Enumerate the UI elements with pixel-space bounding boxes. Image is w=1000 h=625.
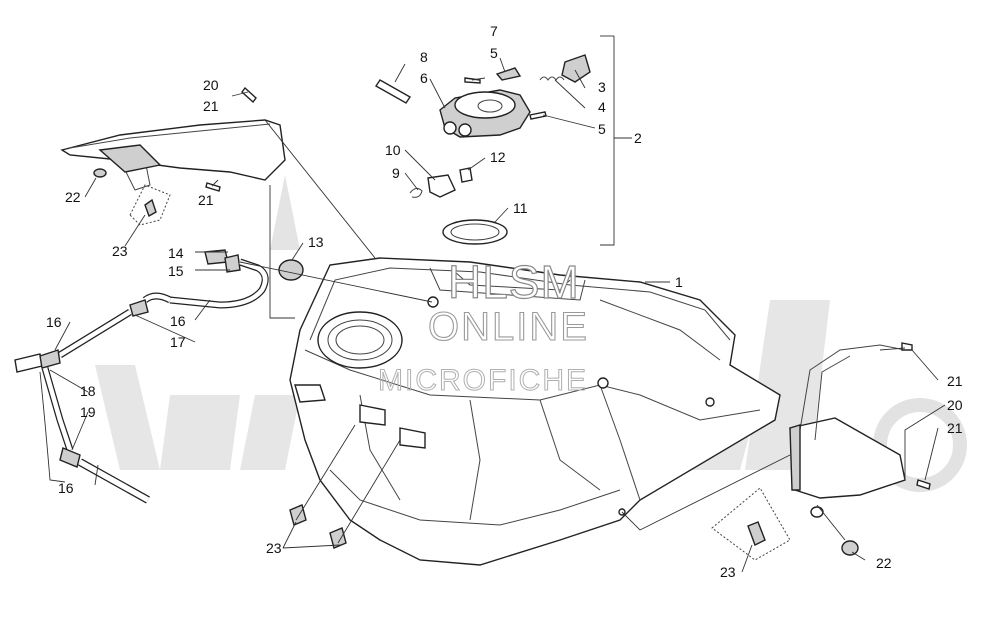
callout-6: 6 [420, 70, 428, 86]
callout-8: 8 [420, 49, 428, 65]
callout-5-right: 5 [598, 121, 606, 137]
callout-3: 3 [598, 79, 606, 95]
callout-20-right: 20 [947, 397, 963, 413]
callout-22-left: 22 [65, 189, 81, 205]
watermark-line-1: HLSM [448, 256, 580, 308]
callout-16-right: 16 [170, 313, 186, 329]
callout-16-bottom: 16 [58, 480, 74, 496]
callout-23-right: 23 [720, 564, 736, 580]
callout-10: 10 [385, 142, 401, 158]
callout-21-mid: 21 [198, 192, 214, 208]
callout-13: 13 [308, 234, 324, 250]
leader-lines [39, 35, 946, 573]
callout-22-right: 22 [876, 555, 892, 571]
front-shroud-panel [60, 86, 286, 226]
callout-12: 12 [490, 149, 506, 165]
callout-23-bottom: 23 [266, 540, 282, 556]
callout-2: 2 [634, 130, 642, 146]
callout-20-left: 20 [203, 77, 219, 93]
callout-15: 15 [168, 263, 184, 279]
fuel-tank [289, 257, 781, 566]
callout-labels: 1 2 3 4 5 5 6 7 8 9 10 11 12 13 14 15 16… [46, 23, 963, 580]
watermark-line-2: ONLINE [428, 305, 589, 349]
callout-9: 9 [392, 165, 400, 181]
callout-19: 19 [80, 404, 96, 420]
callout-5-top: 5 [490, 45, 498, 61]
tank-clips [289, 504, 347, 549]
fuel-cap-assembly [375, 54, 591, 245]
rear-shroud-panel [711, 342, 931, 561]
callout-1: 1 [675, 274, 683, 290]
callout-21-right-top: 21 [947, 373, 963, 389]
callout-11: 11 [513, 200, 528, 216]
watermark-line-3: MICROFICHE [378, 364, 588, 397]
callout-7: 7 [490, 23, 498, 39]
callout-4: 4 [598, 99, 606, 115]
callout-21-top: 21 [203, 98, 219, 114]
fuel-hoses [14, 249, 304, 504]
callout-17: 17 [170, 334, 186, 350]
watermark: HLSM ONLINE MICROFICHE [378, 255, 589, 397]
callout-16-left: 16 [46, 314, 62, 330]
callout-18: 18 [80, 383, 96, 399]
callout-23-left: 23 [112, 243, 128, 259]
callout-14: 14 [168, 245, 184, 261]
callout-21-right-bottom: 21 [947, 420, 963, 436]
